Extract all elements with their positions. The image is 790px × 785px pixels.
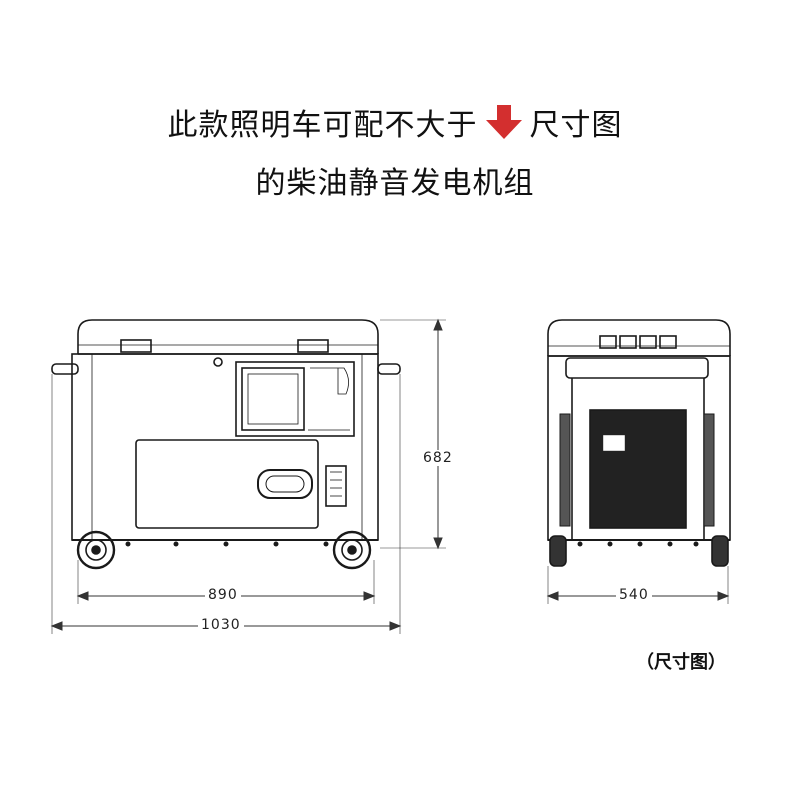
down-arrow-icon (485, 105, 522, 139)
dimension-lines (50, 318, 730, 634)
title-line-1: 此款照明车可配不大于 尺寸图 (0, 100, 790, 144)
total-length-dimension: 1030 (198, 617, 244, 633)
side-view (547, 319, 731, 567)
body-length-dimension: 890 (205, 587, 241, 603)
caption: （尺寸图） (636, 652, 726, 673)
title-line-2: 的柴油静音发电机组 (255, 166, 535, 201)
title-text-before: 此款照明车可配不大于 (167, 108, 478, 143)
front-view (51, 319, 401, 570)
title-text-after: 尺寸图 (529, 108, 623, 143)
width-dimension: 540 (616, 587, 652, 603)
height-dimension: 682 (420, 450, 456, 466)
